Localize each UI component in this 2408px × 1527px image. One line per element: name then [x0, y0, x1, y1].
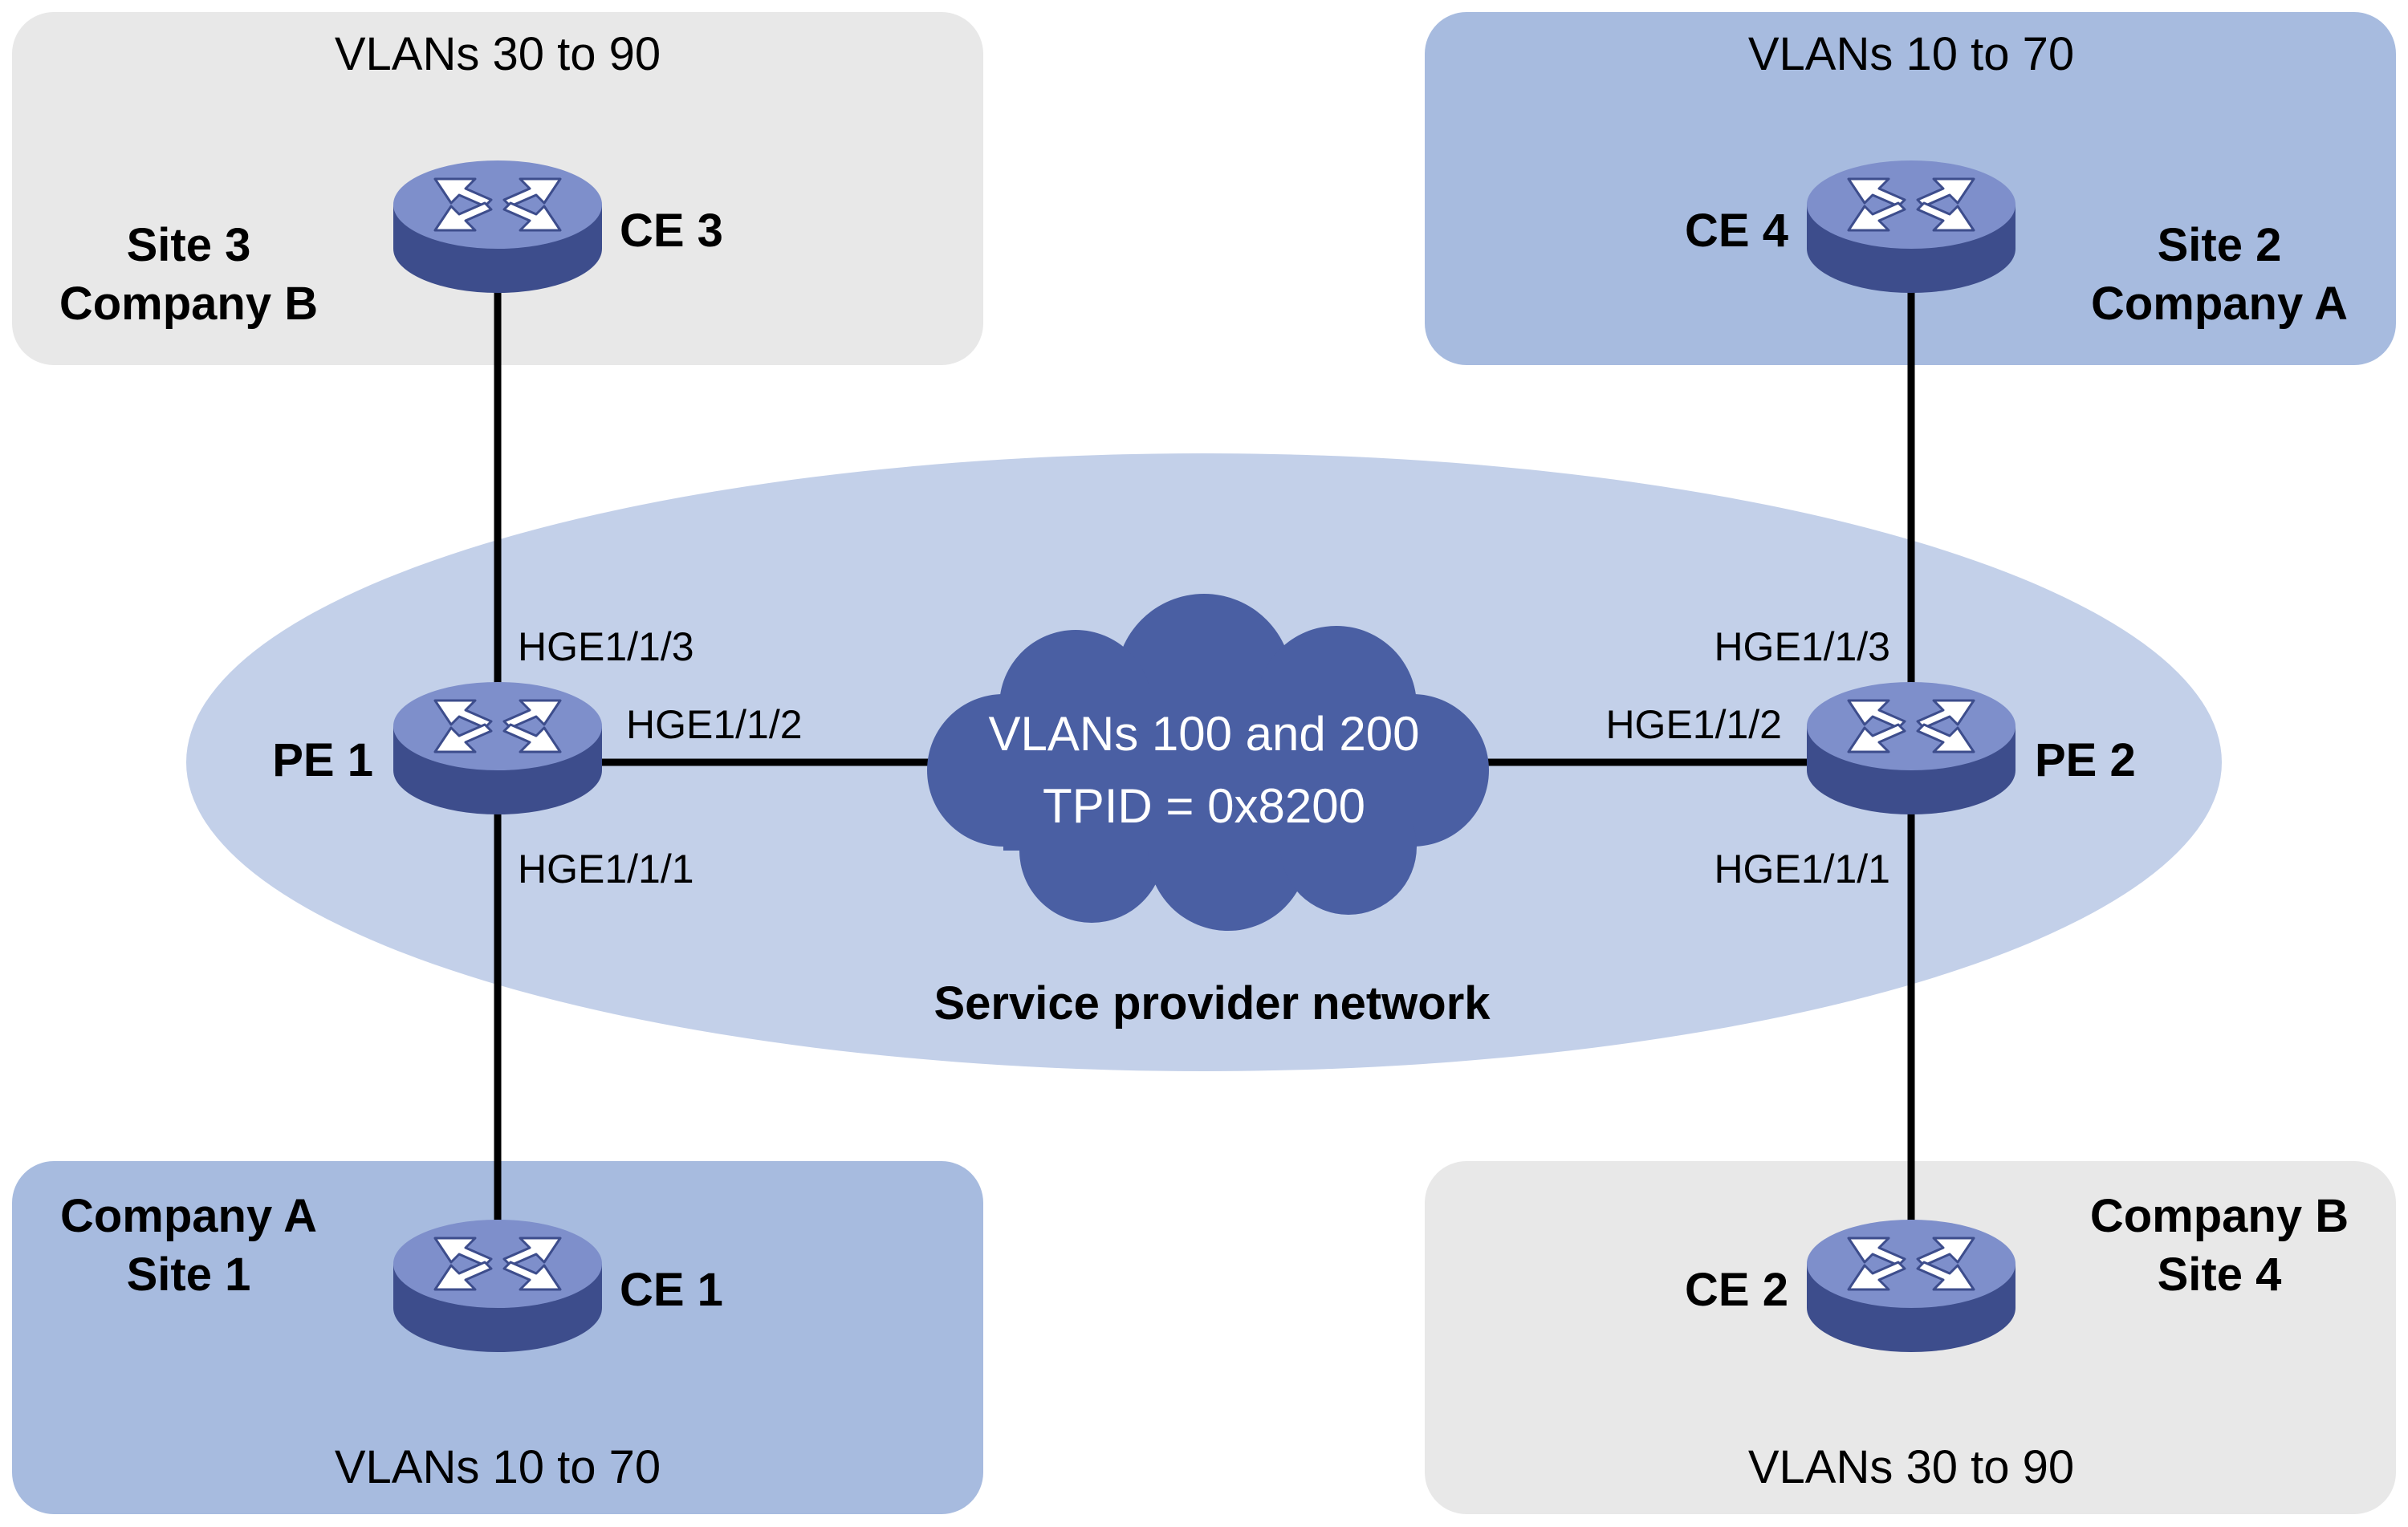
- ce2-switch-icon: [1805, 1218, 2017, 1354]
- site2-name-line1: Site 2: [2158, 219, 2282, 271]
- site3-name-line2: Company B: [59, 278, 318, 330]
- ce1-label: CE 1: [620, 1264, 723, 1316]
- site4-vlans-label: VLANs 30 to 90: [1748, 1441, 2074, 1493]
- ce4-label: CE 4: [1685, 205, 1788, 257]
- pe1-port-up-label: HGE1/1/3: [518, 624, 694, 669]
- pe1-port-down-label: HGE1/1/1: [518, 847, 694, 891]
- pe1-port-right-label: HGE1/1/2: [626, 702, 803, 747]
- site3-name-line1: Site 3: [127, 219, 251, 271]
- site4-name-line2: Site 4: [2158, 1249, 2282, 1301]
- pe2-port-down-label: HGE1/1/1: [1714, 847, 1890, 891]
- ce1-switch-icon: [392, 1218, 604, 1354]
- site2-vlans-label: VLANs 10 to 70: [1748, 28, 2074, 80]
- site2-name-line2: Company A: [2091, 278, 2348, 330]
- cloud-vlans-label: VLANs 100 and 200: [988, 707, 1419, 761]
- provider-cloud: VLANs 100 and 200 TPID = 0x8200: [927, 594, 1489, 931]
- site3-vlans-label: VLANs 30 to 90: [335, 28, 661, 80]
- ce4-switch-icon: [1805, 159, 2017, 294]
- network-label: Service provider network: [934, 977, 1491, 1030]
- ce3-switch-icon: [392, 159, 604, 294]
- ce3-label: CE 3: [620, 205, 723, 257]
- pe2-port-left-label: HGE1/1/2: [1605, 702, 1782, 747]
- site1-name-line1: Company A: [60, 1190, 317, 1242]
- cloud-tpid-label: TPID = 0x8200: [1043, 779, 1365, 833]
- ce2-label: CE 2: [1685, 1264, 1788, 1316]
- pe1-switch-icon: [392, 680, 604, 816]
- pe1-label: PE 1: [272, 734, 373, 786]
- pe2-label: PE 2: [2035, 734, 2136, 786]
- pe2-port-up-label: HGE1/1/3: [1714, 624, 1890, 669]
- site1-name-line2: Site 1: [127, 1249, 251, 1301]
- pe2-switch-icon: [1805, 680, 2017, 816]
- site4-name-line1: Company B: [2090, 1190, 2349, 1242]
- site1-vlans-label: VLANs 10 to 70: [335, 1441, 661, 1493]
